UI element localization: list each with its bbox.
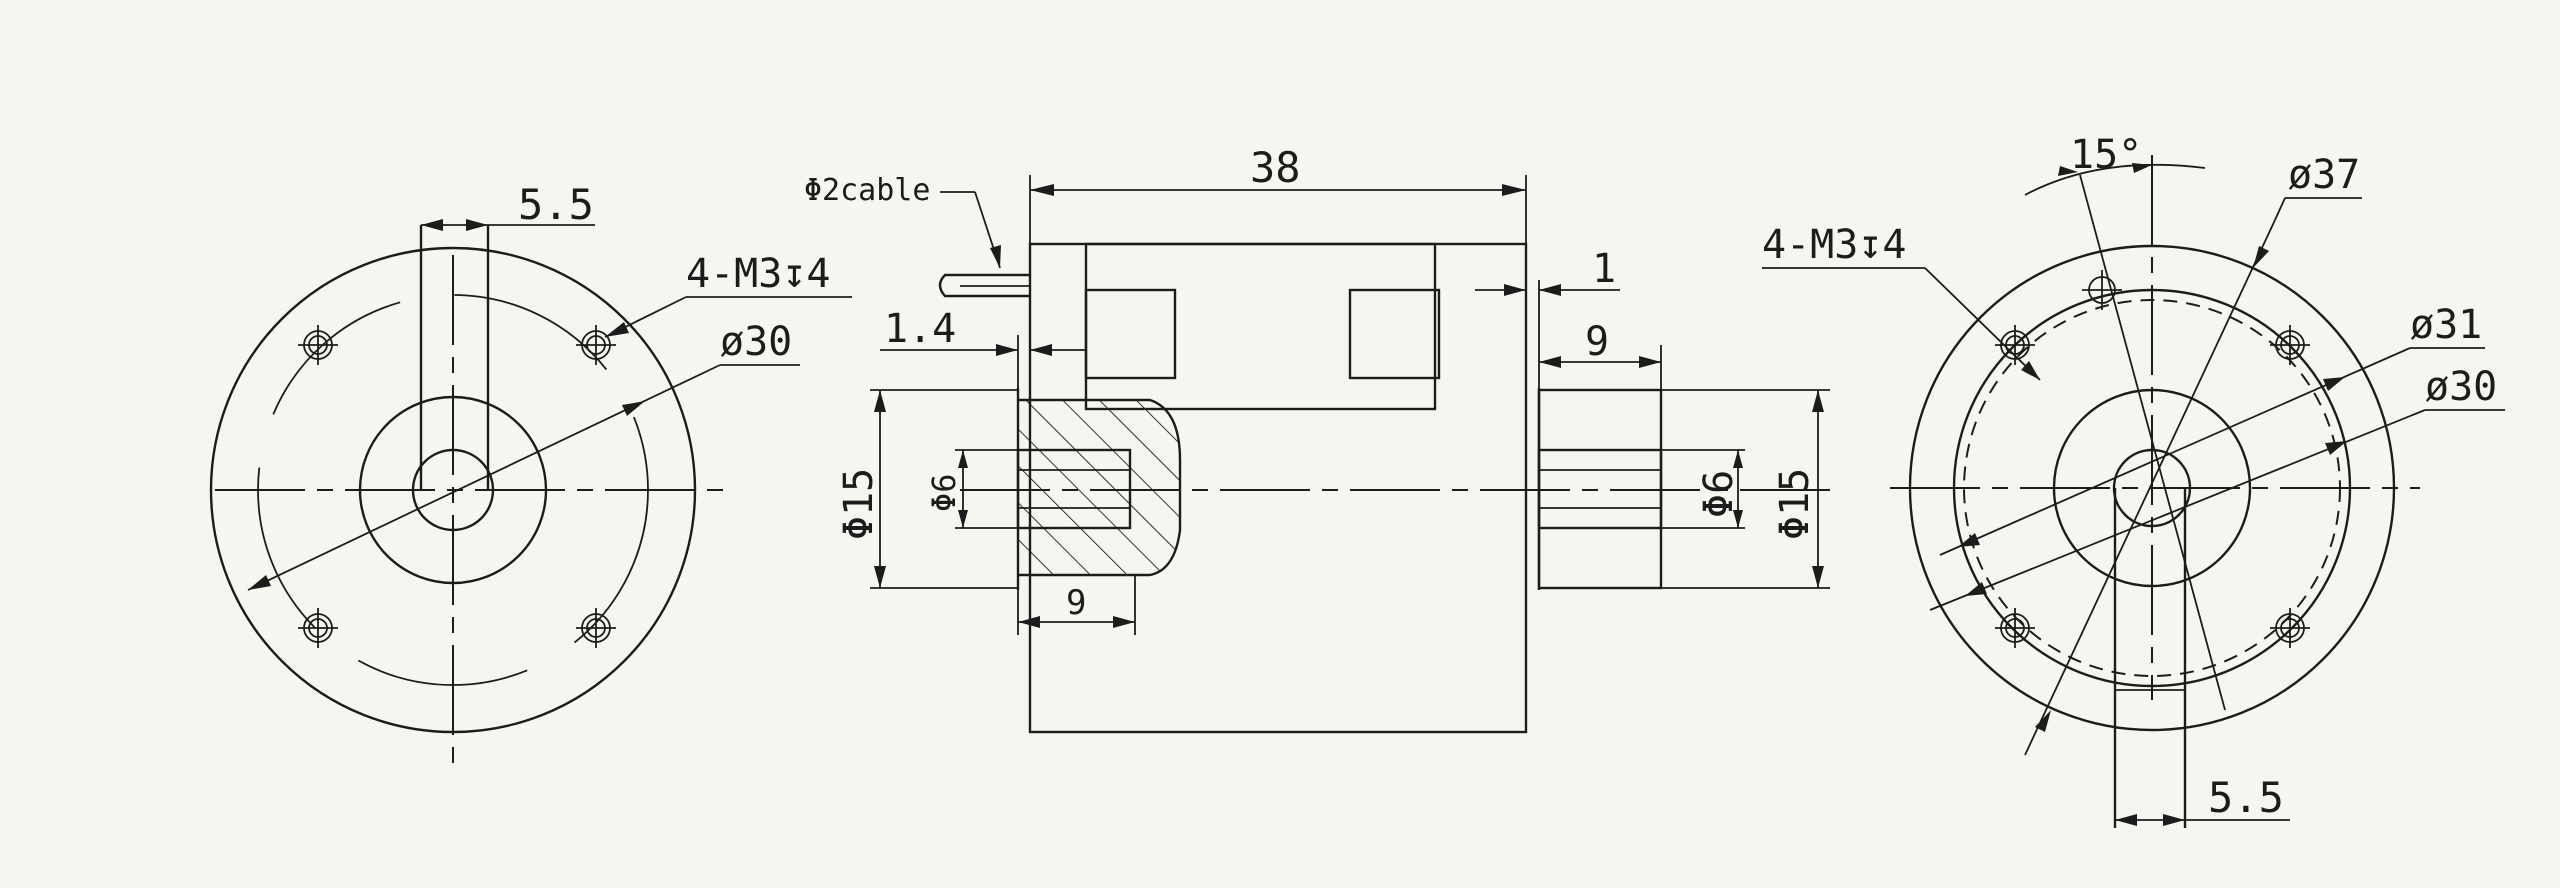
right-window xyxy=(1348,288,1441,380)
left-gap-dimension: 1.4 xyxy=(880,306,1085,388)
left-window xyxy=(1084,288,1177,380)
left-shaft-section xyxy=(1016,398,1182,577)
left-bolt-circle-label: ø30 xyxy=(720,319,792,365)
left-hole-leader: 4-M3↧4 xyxy=(604,251,852,338)
right-outer-diameter-dimension: Φ15 xyxy=(1661,389,1830,589)
right-bolt-circle-label: ø30 xyxy=(2425,364,2497,410)
side-view: 38 Φ2cable 1.4 1 xyxy=(804,143,1840,734)
mounting-hole xyxy=(1995,608,2035,648)
right-bolt-circle-dimension: ø30 xyxy=(1929,364,2505,611)
right-mounting-holes xyxy=(1995,270,2310,648)
inner-rotor-block xyxy=(1084,242,1437,411)
cable-label: Φ2cable xyxy=(804,173,930,208)
cable-leader: Φ2cable xyxy=(804,173,1001,269)
right-end-view: 15° ø37 4-M3↧4 ø31 xyxy=(1762,132,2505,828)
mounting-hole xyxy=(1995,325,2035,365)
mounting-hole xyxy=(2082,270,2122,310)
overall-length-dimension: 38 xyxy=(1029,143,1527,244)
outer-diameter-label: ø37 xyxy=(2288,152,2360,198)
mounting-hole xyxy=(2270,325,2310,365)
angle-dimension: 15° xyxy=(2024,132,2206,196)
mounting-hole xyxy=(576,325,616,365)
mounting-hole xyxy=(298,608,338,648)
right-gap-dimension: 1 xyxy=(1475,246,1620,388)
left-bolt-circle-dimension: ø30 xyxy=(247,319,800,591)
right-outer-diameter-label: Φ15 xyxy=(1772,468,1818,540)
left-mounting-holes xyxy=(298,325,616,648)
left-slot-dimension: 5.5 xyxy=(421,180,595,231)
left-bore-depth-label: 9 xyxy=(1066,583,1086,623)
right-inner-diameter-dimension: Φ6 xyxy=(1661,449,1745,529)
right-shaft-length-label: 9 xyxy=(1585,319,1609,365)
mounting-hole xyxy=(576,608,616,648)
left-hole-callout-label: 4-M3↧4 xyxy=(686,251,831,297)
right-slot-dimension: 5.5 xyxy=(2115,773,2290,826)
left-gap-label: 1.4 xyxy=(884,306,956,352)
right-inner-diameter-label: Φ6 xyxy=(1696,470,1742,518)
left-inner-diameter-label: Φ6 xyxy=(925,473,963,512)
left-slot-width-label: 5.5 xyxy=(518,180,594,229)
right-hole-leader: 4-M3↧4 xyxy=(1762,222,2041,381)
dia-31-label: ø31 xyxy=(2410,302,2482,348)
right-slot xyxy=(2113,488,2187,828)
left-bore-depth-dimension: 9 xyxy=(1017,575,1136,635)
cable xyxy=(938,273,1030,298)
right-gap-label: 1 xyxy=(1592,246,1616,292)
outer-diameter-dimension: ø37 xyxy=(2024,152,2362,756)
mounting-hole xyxy=(298,325,338,365)
right-shaft-length-dimension: 9 xyxy=(1539,319,1662,390)
overall-length-label: 38 xyxy=(1250,143,1301,192)
angle-label: 15° xyxy=(2070,132,2142,178)
left-outer-diameter-label: Φ15 xyxy=(836,468,882,540)
right-slot-width-label: 5.5 xyxy=(2208,773,2284,822)
dia-31-dimension: ø31 xyxy=(1939,302,2485,556)
left-inner-diameter-dimension: Φ6 xyxy=(925,449,1018,529)
right-angled-centerline xyxy=(2079,174,2226,711)
mounting-hole xyxy=(2270,608,2310,648)
left-outer-diameter-dimension: Φ15 xyxy=(836,389,1018,589)
right-hole-callout-label: 4-M3↧4 xyxy=(1762,222,1907,268)
left-slot xyxy=(419,225,490,490)
left-end-view: 5.5 4-M3↧4 ø30 xyxy=(209,180,852,775)
